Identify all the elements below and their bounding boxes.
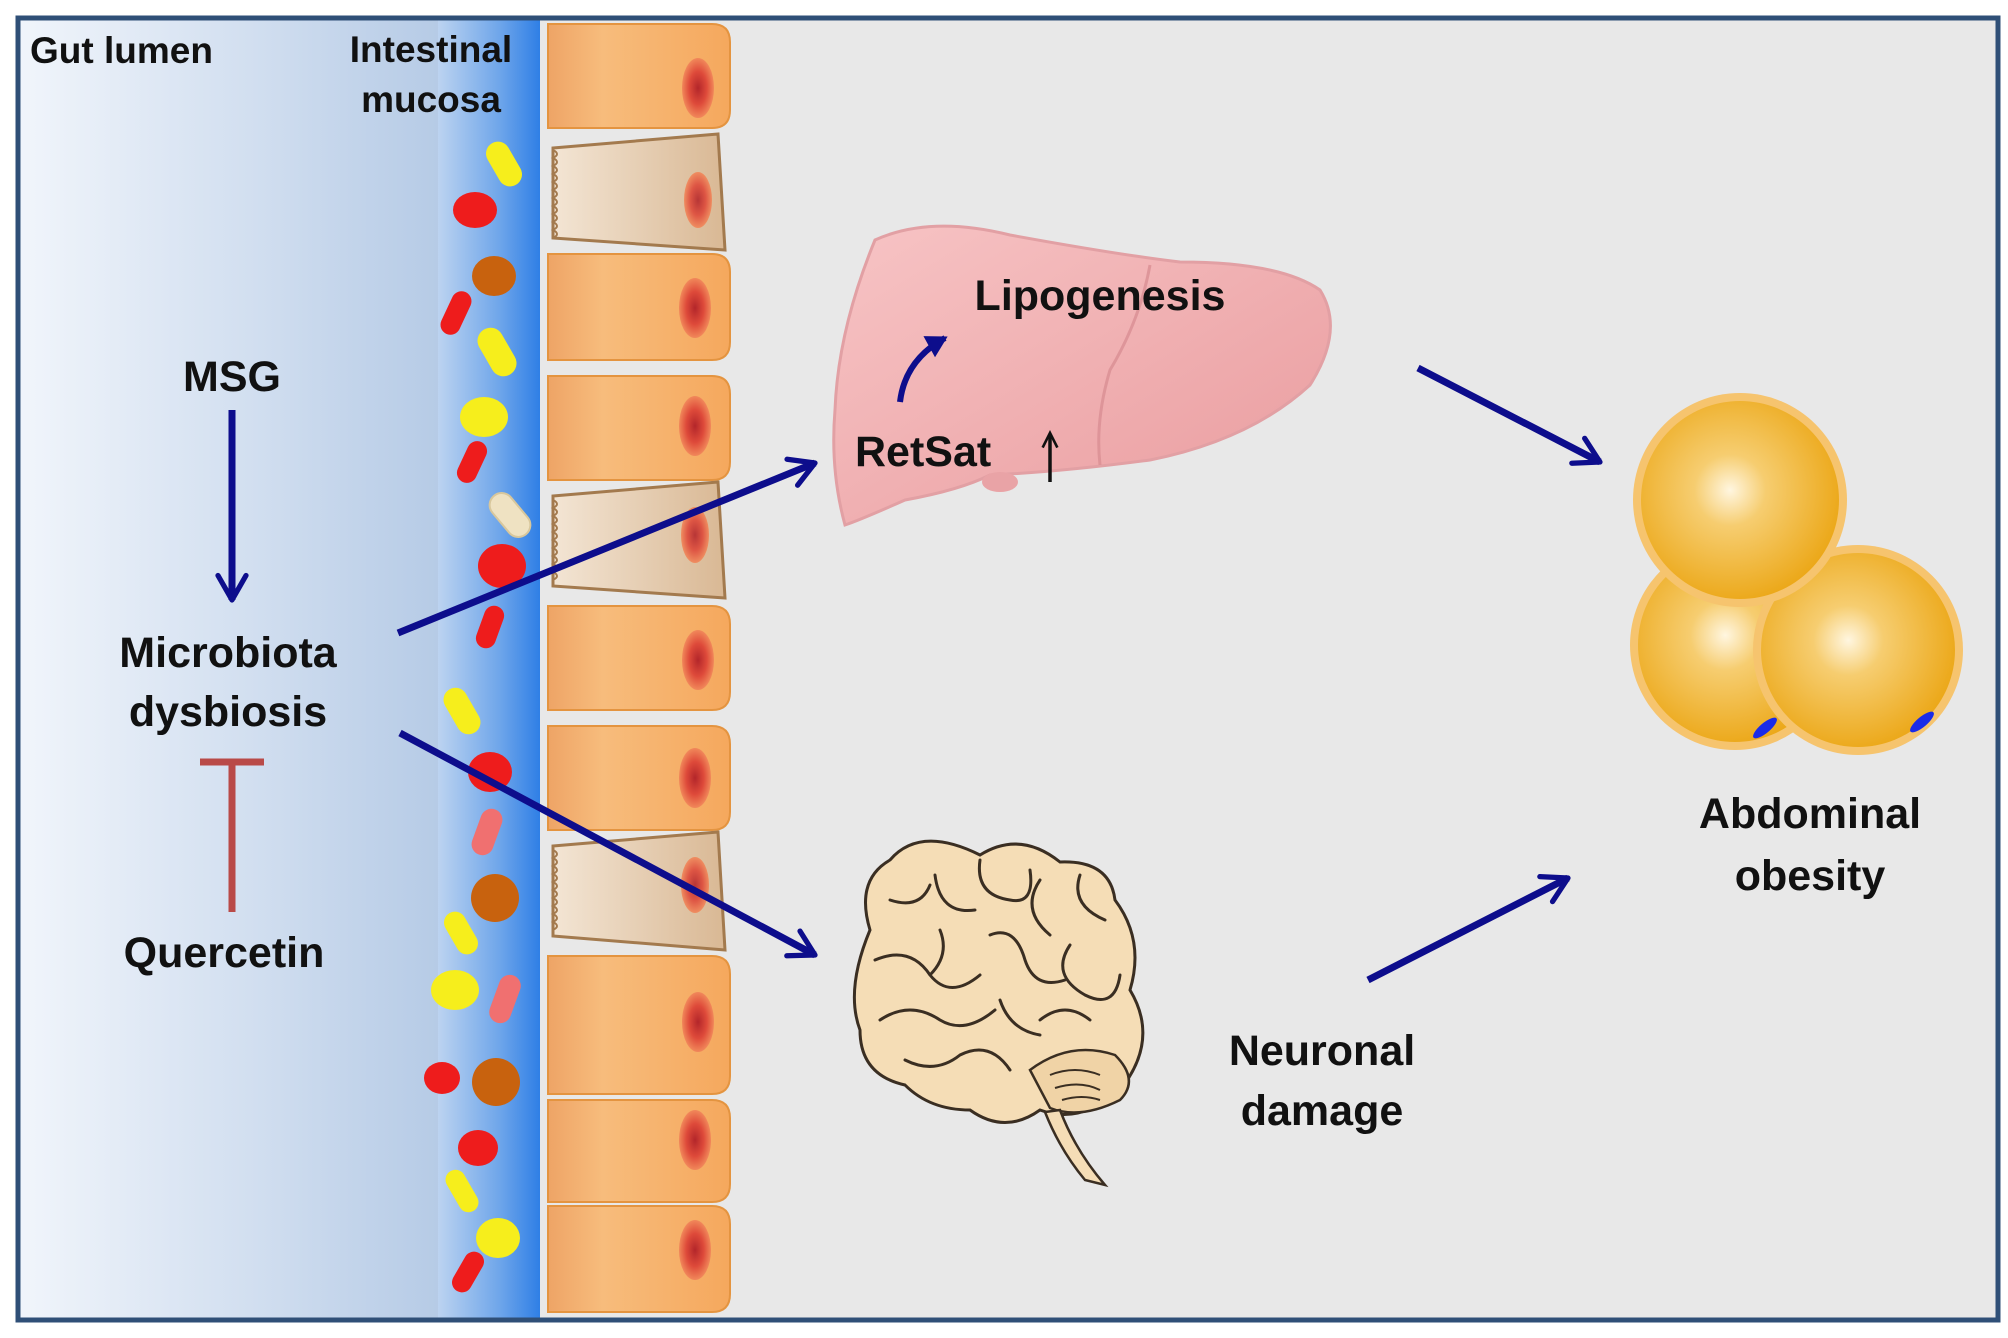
- intestinal-mucosa-label-line1: Intestinal: [350, 29, 512, 70]
- enterocyte: [547, 1205, 731, 1313]
- brain-to-obesity-arrow: [1366, 874, 1571, 984]
- abdominal-obesity-label-line2: obesity: [1735, 852, 1886, 900]
- lipogenesis-label: Lipogenesis: [975, 272, 1226, 320]
- goblet-cell: [550, 480, 727, 600]
- adipocyte-cluster-icon: [1630, 393, 1963, 755]
- enterocyte: [547, 725, 731, 831]
- enterocyte: [547, 253, 731, 361]
- enterocyte: [547, 1099, 731, 1203]
- enterocyte: [547, 375, 731, 481]
- goblet-cell: [550, 830, 727, 952]
- neuronal-damage-label-line1: Neuronal: [1229, 1027, 1415, 1075]
- enterocyte: [547, 605, 731, 711]
- neuronal-damage-label-line2: damage: [1241, 1087, 1404, 1135]
- bacteria-icons: [424, 141, 532, 1293]
- liver-to-obesity-arrow: [1416, 364, 1603, 466]
- quercetin-inhibition-bar: [200, 758, 264, 912]
- brain-icon: [852, 839, 1145, 1188]
- retsat-label: RetSat: [855, 428, 991, 476]
- diagram-frame: [15, 15, 2001, 1323]
- enterocyte: [547, 23, 731, 129]
- goblet-cell: [550, 132, 727, 252]
- retsat-to-lipogenesis-arrow: [897, 335, 948, 403]
- abdominal-obesity-label-line1: Abdominal: [1699, 790, 1921, 838]
- gut-lumen-region: [18, 18, 438, 1320]
- dysbiosis-to-brain-arrow: [398, 729, 818, 959]
- microbiota-label-line2: dysbiosis: [129, 688, 327, 736]
- epithelial-cell-column: [547, 23, 731, 1313]
- liver-icon: [832, 224, 1332, 527]
- enterocyte: [547, 955, 731, 1095]
- quercetin-label: Quercetin: [124, 929, 325, 977]
- intestinal-mucosa-label-line2: mucosa: [361, 79, 501, 120]
- gut-lumen-label: Gut lumen: [30, 30, 213, 71]
- msg-label: MSG: [183, 353, 281, 401]
- dysbiosis-to-liver-arrow: [396, 456, 818, 637]
- microbiota-label-line1: Microbiota: [119, 629, 337, 677]
